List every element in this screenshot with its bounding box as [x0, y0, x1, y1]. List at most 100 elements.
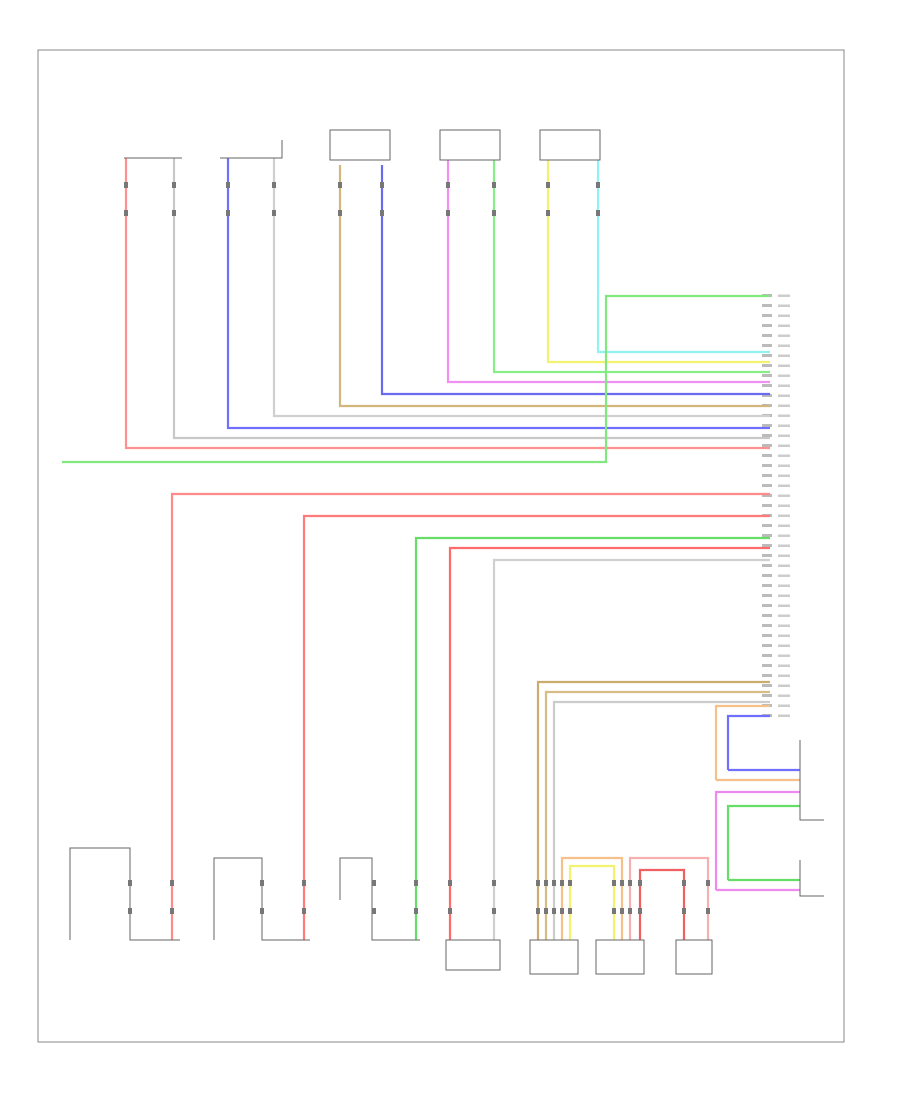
wire-pink-1	[446, 160, 770, 384]
pin-mark	[762, 554, 772, 557]
pin-mark	[762, 384, 772, 387]
pin-mark	[762, 634, 772, 637]
pin-mark	[762, 444, 772, 447]
wire-tan-1	[338, 165, 770, 408]
pin-label-mark	[778, 354, 790, 357]
pin-label-mark	[778, 294, 790, 297]
wire-connector-mark	[546, 210, 550, 216]
wire-connector-mark	[560, 880, 564, 886]
wire-connector-mark	[544, 880, 548, 886]
pin-mark	[762, 424, 772, 427]
wire-green-long	[62, 294, 770, 464]
pin-mark	[762, 524, 772, 527]
pin-mark	[762, 454, 772, 457]
wire-connector-mark	[492, 182, 496, 188]
pin-label-mark	[778, 384, 790, 387]
wire-blue-3	[726, 714, 770, 770]
wires	[62, 158, 800, 940]
wire-connector-mark	[124, 182, 128, 188]
wire-connector-mark	[492, 210, 496, 216]
wire-yellow-1	[546, 160, 770, 364]
pin-mark	[762, 354, 772, 357]
pin-label-mark	[778, 434, 790, 437]
top-components	[124, 129, 601, 161]
pin-label-mark	[778, 574, 790, 577]
pin-mark	[762, 564, 772, 567]
wire-connector-mark	[620, 908, 624, 914]
wire-connector-mark	[568, 908, 572, 914]
pin-label-mark	[778, 394, 790, 397]
pin-label-mark	[778, 474, 790, 477]
wire-tan-2	[536, 680, 770, 940]
wire-connector-mark	[380, 182, 384, 188]
pin-mark	[762, 314, 772, 317]
wire-connector-mark	[628, 908, 632, 914]
wire-connector-mark	[128, 908, 132, 914]
wire-connector-mark	[552, 880, 556, 886]
pin-label-mark	[778, 644, 790, 647]
wire-blue-1	[226, 158, 770, 430]
wire-connector-mark	[552, 908, 556, 914]
wire-connector-mark	[448, 880, 452, 886]
pin-mark	[762, 494, 772, 497]
wire-connector-mark	[372, 908, 376, 914]
wire-orange-1	[714, 704, 770, 780]
wire-connector-mark	[492, 880, 496, 886]
pin-label-mark	[778, 714, 790, 717]
pin-label-mark	[778, 454, 790, 457]
pin-label-mark	[778, 324, 790, 327]
bottom-components	[69, 740, 824, 975]
wire-connector-mark	[172, 182, 176, 188]
pin-mark	[762, 364, 772, 367]
pin-label-mark	[778, 664, 790, 667]
wire-connector-mark	[338, 210, 342, 216]
pin-mark	[762, 464, 772, 467]
pin-label-mark	[778, 674, 790, 677]
wire-blue-2	[380, 165, 770, 396]
pin-mark	[762, 324, 772, 327]
pin-mark	[762, 394, 772, 397]
pin-label-mark	[778, 314, 790, 317]
wire-connector-mark	[546, 182, 550, 188]
wire-connector-mark	[414, 880, 418, 886]
wire-connector-mark	[124, 210, 128, 216]
wire-red-2	[170, 492, 770, 940]
wire-connector-mark	[448, 908, 452, 914]
wire-green-2	[414, 536, 770, 940]
pin-mark	[762, 664, 772, 667]
pin-mark	[762, 694, 772, 697]
pin-label-mark	[778, 624, 790, 627]
pin-label-mark	[778, 364, 790, 367]
wire-connector-mark	[568, 880, 572, 886]
pin-label-mark	[778, 464, 790, 467]
pin-label-mark	[778, 544, 790, 547]
wire-yellow-2	[568, 864, 616, 940]
wire-connector-mark	[372, 880, 376, 886]
wire-connector-mark	[544, 908, 548, 914]
wire-connector-mark	[272, 210, 276, 216]
wire-connector-mark	[620, 880, 624, 886]
tiny-labels	[110, 80, 150, 120]
wire-connector-mark	[536, 880, 540, 886]
pin-mark	[762, 534, 772, 537]
pin-mark	[762, 334, 772, 337]
pin-label-mark	[778, 614, 790, 617]
wire-connector-mark	[628, 880, 632, 886]
wire-connector-mark	[446, 182, 450, 188]
wire-connector-mark	[560, 908, 564, 914]
wire-pink-4	[628, 856, 710, 940]
pin-label-mark	[778, 684, 790, 687]
pin-mark	[762, 504, 772, 507]
wire-connector-mark	[380, 210, 384, 216]
wire-connector-mark	[596, 210, 600, 216]
pin-mark	[762, 574, 772, 577]
pin-label-mark	[778, 604, 790, 607]
pin-label-mark	[778, 524, 790, 527]
diagram-border	[37, 49, 845, 1043]
pin-mark	[762, 584, 772, 587]
wire-connector-mark	[260, 908, 264, 914]
wire-connector-mark	[170, 908, 174, 914]
pin-mark	[762, 484, 772, 487]
pin-label-mark	[778, 504, 790, 507]
